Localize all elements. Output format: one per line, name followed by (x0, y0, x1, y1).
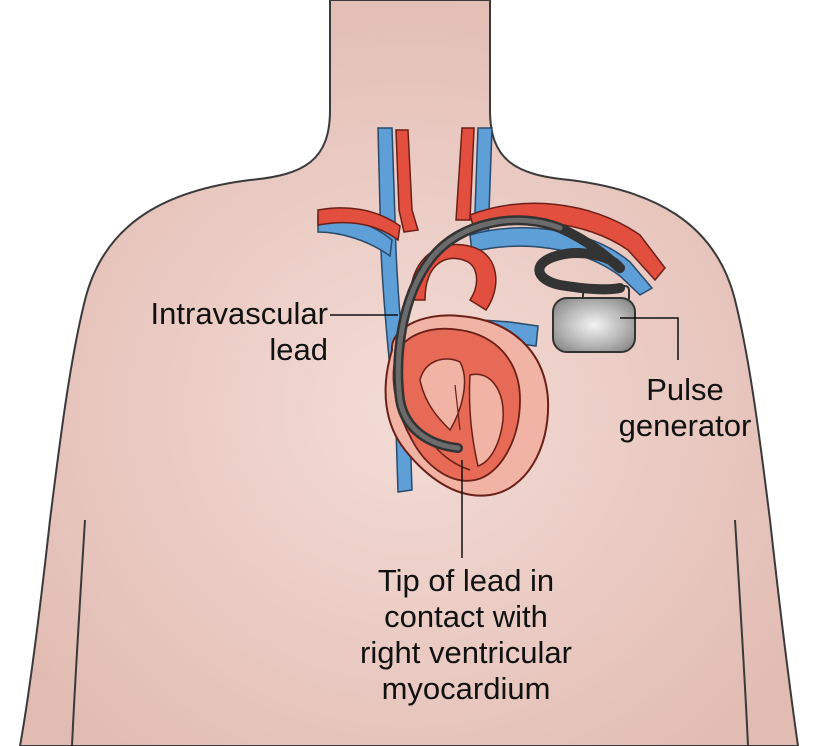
lead-tip-label-line-2: contact with (286, 599, 646, 635)
lead-tip-label-line-1: Tip of lead in (286, 563, 646, 599)
lead-tip-label-line-3: right ventricular (286, 635, 646, 671)
intravascular-lead-label-line-1: Intravascular (88, 296, 328, 332)
lead-tip-label-line-4: myocardium (286, 671, 646, 707)
pulse-generator-label: Pulse generator (600, 372, 770, 444)
intravascular-lead-label: Intravascular lead (88, 296, 328, 368)
pulse-generator-label-line-1: Pulse (600, 372, 770, 408)
intravascular-lead-label-line-2: lead (88, 332, 328, 368)
lead-tip-label: Tip of lead in contact with right ventri… (286, 563, 646, 707)
pulse-generator-label-line-2: generator (600, 408, 770, 444)
